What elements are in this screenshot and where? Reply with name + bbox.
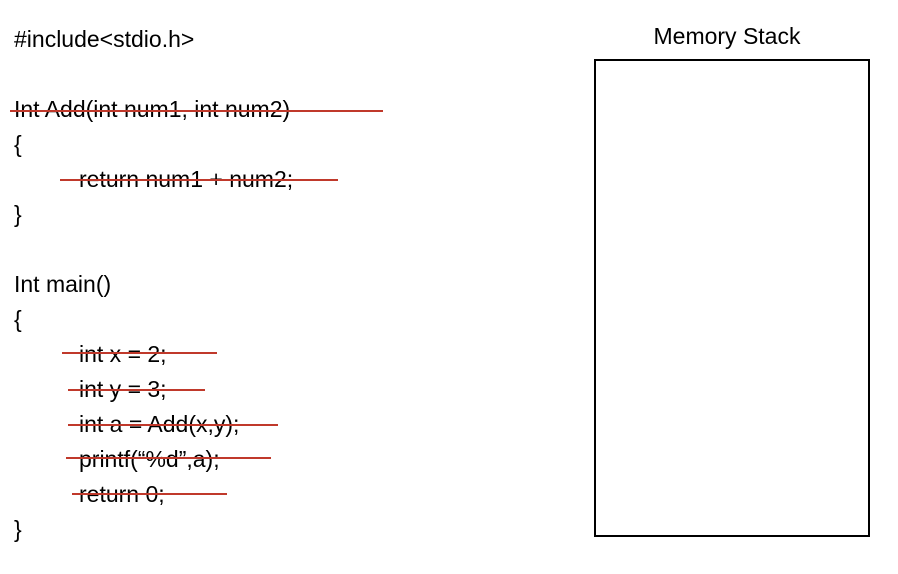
strike-main-x [62,352,217,354]
strike-main-printf [66,457,271,459]
include-line: #include<stdio.h> [14,26,195,52]
add-signature-line: Int Add(int num1, int num2) [14,96,291,122]
main-signature-line: Int main() [14,271,112,297]
strike-main-a [68,424,278,426]
strike-add-return [60,179,338,181]
strike-main-y [68,389,205,391]
memory-stack-title: Memory Stack [653,23,801,49]
strike-main-return [72,493,227,495]
main-open-brace: { [14,306,22,332]
main-printf-line: printf(“%d”,a); [79,446,220,472]
strike-add-signature [10,110,383,112]
add-open-brace: { [14,131,22,157]
add-close-brace: } [14,201,22,227]
main-x-line: int x = 2; [79,341,167,367]
memory-stack-box [594,59,870,537]
main-close-brace: } [14,516,22,542]
